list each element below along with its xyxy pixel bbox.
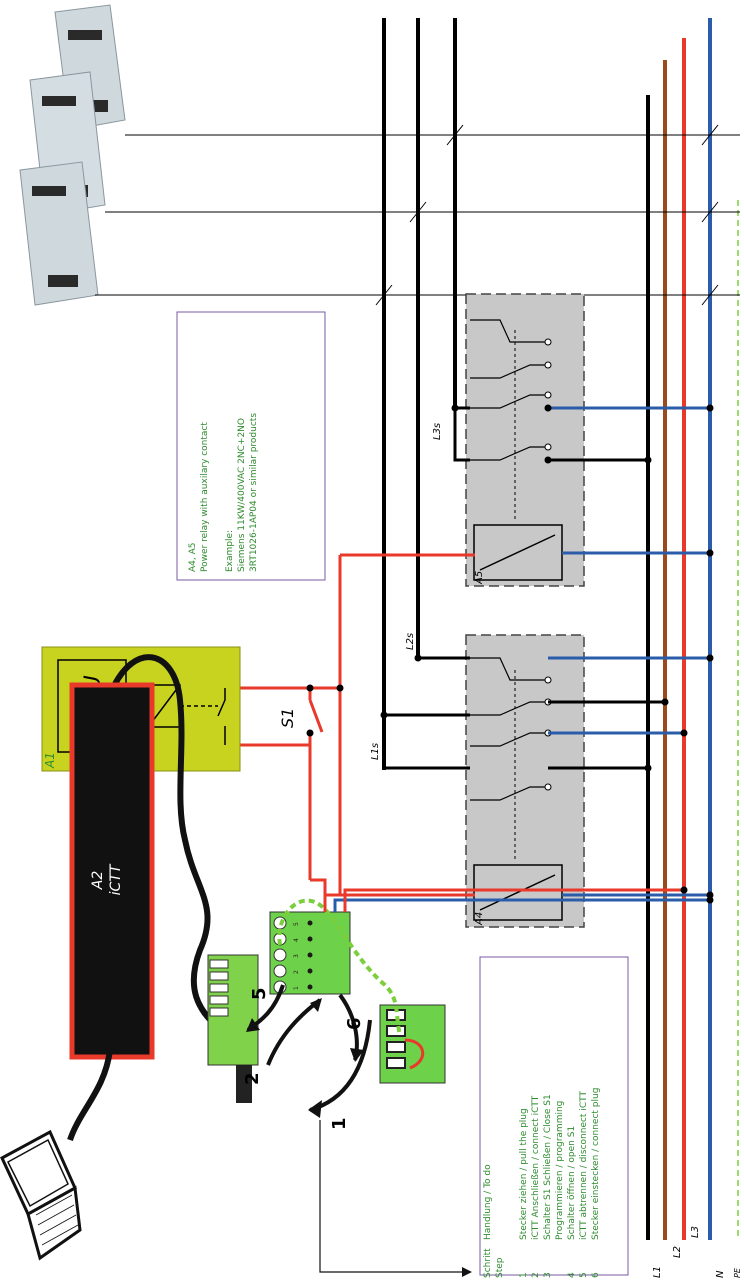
plug-icon [207,954,259,1103]
bus-labels: L1s L2s L3s L1 L2 L3 N PE [370,423,742,1278]
step-text-1: Stecker ziehen / pull the plug [519,1108,529,1240]
arrow-1 [309,1019,372,1112]
label-l1: L1 [652,1266,663,1278]
ictt-sublabel: iCTT [108,863,124,895]
step-text-6: Stecker einstecken / connect plug [591,1088,601,1240]
ictt-device: A2 iCTT [67,654,218,1141]
connector-tool [379,1004,446,1084]
label-l2s: L2s [405,633,416,650]
relay-a4-label: A4 [474,912,485,926]
label-l1s: L1s [370,743,381,760]
label-l2: L2 [672,1246,683,1258]
col-step-de: Schritt [483,1248,493,1278]
relay-info-desc: Power relay with auxilary contact [200,422,210,572]
arrow-label-5: 5 [249,987,270,1000]
step-num-6: 6 [591,1272,601,1278]
step-arrows: 1 2 5 6 [242,984,372,1130]
laptop-icon [0,1129,82,1261]
steps-table: Schritt Step Handlung / To do 1 Stecker … [479,956,629,1278]
relay-module-image-3 [19,161,99,306]
pointer-arrow [319,1120,472,1277]
connector-pin-label: 4 [293,938,300,942]
module-a1-label: A1 [43,752,57,769]
arrow-label-2: 2 [242,1072,263,1085]
step-text-3: Schalter S1 Schließen / Close S1 [543,1094,553,1240]
step-text-2: iCTT Anschließen / connect iCTT [531,1095,541,1240]
step-num-1: 1 [519,1272,529,1278]
control-wiring [240,553,475,912]
relay-wiring [380,404,714,899]
label-n: N [715,1270,726,1278]
label-l3s: L3s [432,423,443,440]
step-text-3b: Programmieren / programming [555,1101,565,1240]
step-num-5: 5 [579,1272,589,1278]
connector-pin-label: 3 [293,954,300,958]
relay-info-example-1: Siemens 11KW/400VAC 2NC+2NO [237,418,247,572]
step-text-5: iCTT abtrennen / disconnect iCTT [579,1091,589,1240]
relay-a5-label: A5 [474,571,485,585]
step-text-4: Schalter öffnen / open S1 [567,1126,577,1240]
step-num-3: 3 [543,1272,553,1278]
relay-info-title: A4, A5 [188,543,198,573]
step-num-4: 4 [567,1272,577,1278]
relay-info-box: A4, A5 Power relay with auxilary contact… [176,311,326,581]
relay-module-images [19,4,740,306]
relay-info-example-2: 3RT1026-1AP04 or similar products [249,413,259,572]
step-num-2: 2 [531,1272,541,1278]
ictt-label: A2 [90,871,106,891]
label-l3: L3 [690,1226,701,1238]
col-step-en: Step [495,1257,505,1278]
arrow-2 [266,998,322,1066]
col-action: Handlung / To do [483,1164,493,1240]
connector-bus-wires [323,886,714,912]
switch-s1: S1 [278,684,344,737]
arrow-label-1: 1 [329,1117,350,1130]
supply-bus [382,18,739,1240]
relay-a4: A4 [465,634,585,928]
connector-pin-label: 2 [293,970,300,974]
connector-pin-label: 5 [293,922,300,926]
relay-a5: A5 [465,293,585,587]
relay-info-example-label: Example: [225,530,235,572]
label-pe: PE [733,1267,742,1278]
connector-pin-label: 1 [293,986,300,990]
switch-s1-label: S1 [278,708,297,728]
terminal-connector: 5 4 3 2 1 [269,911,351,995]
arrow-label-6: 6 [344,1017,365,1030]
